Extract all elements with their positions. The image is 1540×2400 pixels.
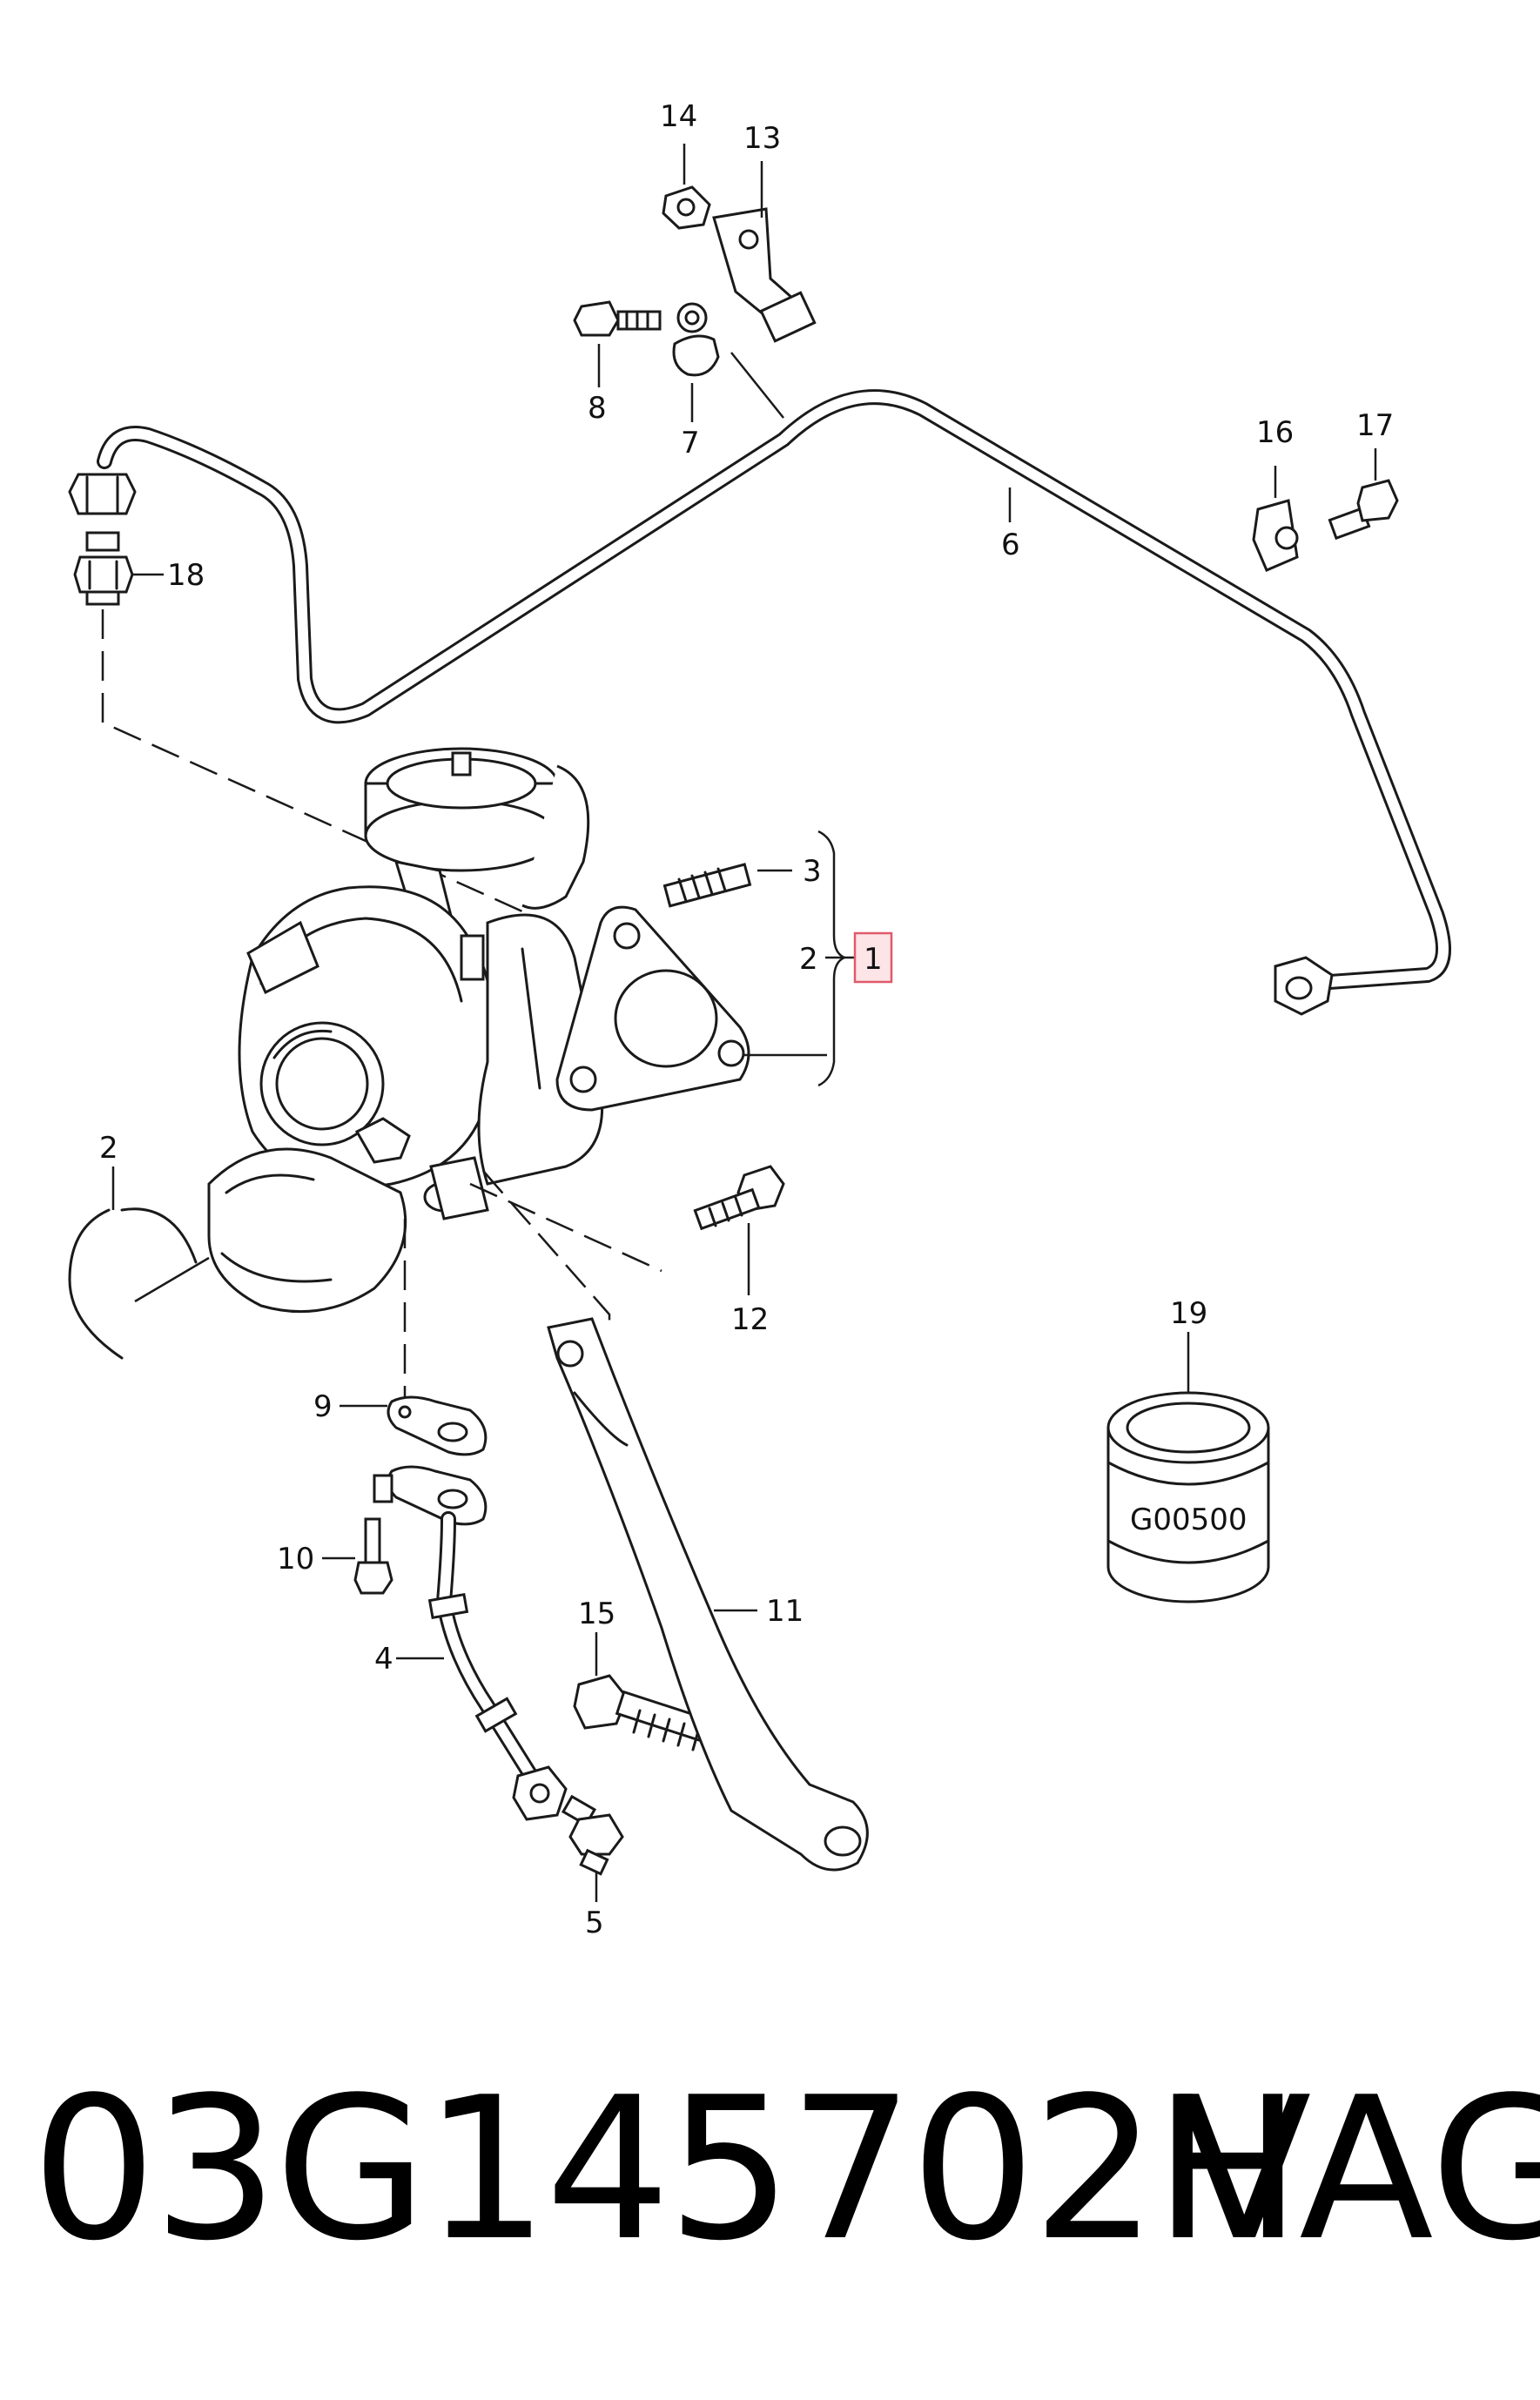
callout-7[interactable]: 7 [681, 426, 700, 461]
gasket-9 [387, 1395, 488, 1456]
pipe-clip [1252, 499, 1299, 572]
union-nut [512, 1765, 568, 1821]
union-adapter [73, 531, 134, 606]
bolt-10 [353, 1517, 393, 1595]
callout-2-flange[interactable]: 2 [799, 942, 818, 977]
nut [662, 185, 711, 230]
callout-12[interactable]: 12 [731, 1302, 769, 1337]
callout-16[interactable]: 16 [1256, 415, 1294, 450]
callout-9[interactable]: 9 [313, 1389, 333, 1424]
bolt-small [573, 300, 662, 337]
callout-1[interactable]: 1 [864, 942, 883, 977]
clip-bolt [1328, 479, 1399, 541]
oil-filter [1106, 1391, 1270, 1603]
clamp [672, 302, 720, 377]
callout-5[interactable]: 5 [585, 1906, 604, 1940]
brand-name: VAG [1177, 2055, 1540, 2284]
oil-supply-pipe [97, 389, 1451, 992]
filter-code-label: G00500 [1130, 1503, 1247, 1537]
callout-17[interactable]: 17 [1356, 408, 1394, 443]
stud [662, 863, 752, 908]
callout-6[interactable]: 6 [1001, 528, 1020, 562]
callout-10[interactable]: 10 [277, 1542, 314, 1576]
part-number: 03G145702H [31, 2055, 1301, 2284]
oil-return-pipe [427, 1511, 539, 1784]
pipe-fitting-left [68, 473, 137, 515]
long-bolt [573, 1674, 717, 1751]
callout-13[interactable]: 13 [743, 121, 781, 156]
callout-8[interactable]: 8 [588, 391, 607, 426]
callout-14[interactable]: 14 [660, 99, 697, 134]
turbo-support [547, 1317, 869, 1872]
callout-4[interactable]: 4 [374, 1642, 393, 1677]
callout-2-outlet[interactable]: 2 [99, 1131, 118, 1166]
callout-3[interactable]: 3 [803, 854, 822, 889]
turbocharger [207, 747, 604, 1314]
callout-19[interactable]: 19 [1170, 1296, 1207, 1331]
callout-15[interactable]: 15 [578, 1597, 615, 1631]
callout-18[interactable]: 18 [167, 558, 205, 593]
flange-gasket [555, 905, 750, 1112]
support-bracket [712, 207, 817, 343]
union-fitting [561, 1794, 624, 1876]
callout-1-highlight [853, 931, 893, 984]
callout-11[interactable]: 11 [766, 1594, 804, 1629]
oil-return-flange [373, 1465, 488, 1526]
mounting-bolt [693, 1165, 785, 1231]
outlet-gasket [68, 1207, 198, 1360]
pipe-fitting-right [1274, 956, 1334, 1016]
